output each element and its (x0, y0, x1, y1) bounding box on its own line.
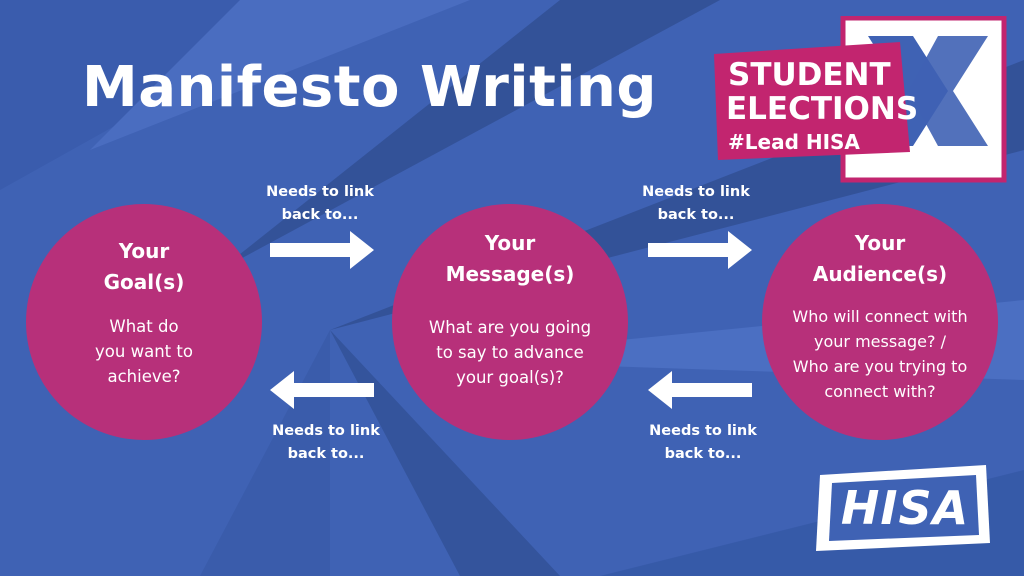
link-label-bottom-right-line-2: back to... (664, 446, 742, 462)
hisa-logo-text: HISA (840, 481, 970, 535)
link-label-top-left: Needs to link back to... (240, 181, 400, 227)
audiences-question-line-1: Who will connect with (792, 307, 968, 326)
goals-heading: Your Goal(s) (46, 236, 242, 298)
link-label-bottom-right: Needs to link back to... (623, 420, 783, 466)
goals-heading-line-2: Goal(s) (103, 270, 185, 294)
link-label-top-left-line-2: back to... (281, 207, 359, 223)
messages-heading-line-1: Your (484, 231, 536, 255)
goals-circle: Your Goal(s) What do you want to achieve… (26, 204, 262, 440)
audiences-circle: Your Audience(s) Who will connect with y… (762, 204, 998, 440)
elections-logo-hashtag: #Lead HISA (728, 130, 860, 154)
audiences-question-line-2: your message? / (814, 332, 946, 351)
arrow-right-message-to-audience (648, 231, 752, 269)
goals-question: What do you want to achieve? (44, 314, 244, 389)
link-label-bottom-right-line-1: Needs to link (649, 423, 757, 439)
audiences-heading-line-1: Your (854, 231, 906, 255)
messages-question-line-1: What are you going (428, 318, 592, 337)
messages-heading-line-2: Message(s) (445, 262, 575, 286)
audiences-heading-line-2: Audience(s) (812, 262, 948, 286)
student-elections-logo: STUDENT ELECTIONS #Lead HISA (708, 15, 1008, 184)
messages-circle: Your Message(s) What are you going to sa… (392, 204, 628, 440)
elections-logo-line-1: STUDENT (728, 57, 891, 93)
audiences-question-line-4: connect with? (824, 382, 936, 401)
link-label-top-right-line-2: back to... (657, 207, 735, 223)
arrow-right-goals-to-message (270, 231, 374, 269)
link-label-bottom-left: Needs to link back to... (246, 420, 406, 466)
messages-question-line-3: your goal(s)? (456, 368, 564, 387)
goals-question-line-3: achieve? (107, 367, 181, 386)
link-label-bottom-left-line-2: back to... (287, 446, 365, 462)
audiences-heading: Your Audience(s) (782, 228, 978, 290)
messages-question: What are you going to say to advance you… (410, 315, 610, 390)
goals-question-line-2: you want to (95, 342, 193, 361)
page-title: Manifesto Writing (82, 55, 658, 120)
link-label-top-right: Needs to link back to... (616, 181, 776, 227)
messages-heading: Your Message(s) (412, 228, 608, 290)
messages-question-line-2: to say to advance (436, 343, 584, 362)
arrow-left-audience-to-message (648, 371, 752, 409)
goals-heading-line-1: Your (118, 239, 170, 263)
audiences-question-line-3: Who are you trying to (792, 357, 968, 376)
link-label-top-right-line-1: Needs to link (642, 184, 750, 200)
link-label-top-left-line-1: Needs to link (266, 184, 374, 200)
link-label-bottom-left-line-1: Needs to link (272, 423, 380, 439)
elections-logo-line-2: ELECTIONS (726, 91, 919, 127)
hisa-logo: HISA (810, 463, 996, 553)
goals-question-line-1: What do (109, 317, 179, 336)
arrow-left-message-to-goals (270, 371, 374, 409)
audiences-question: Who will connect with your message? / Wh… (766, 304, 994, 404)
